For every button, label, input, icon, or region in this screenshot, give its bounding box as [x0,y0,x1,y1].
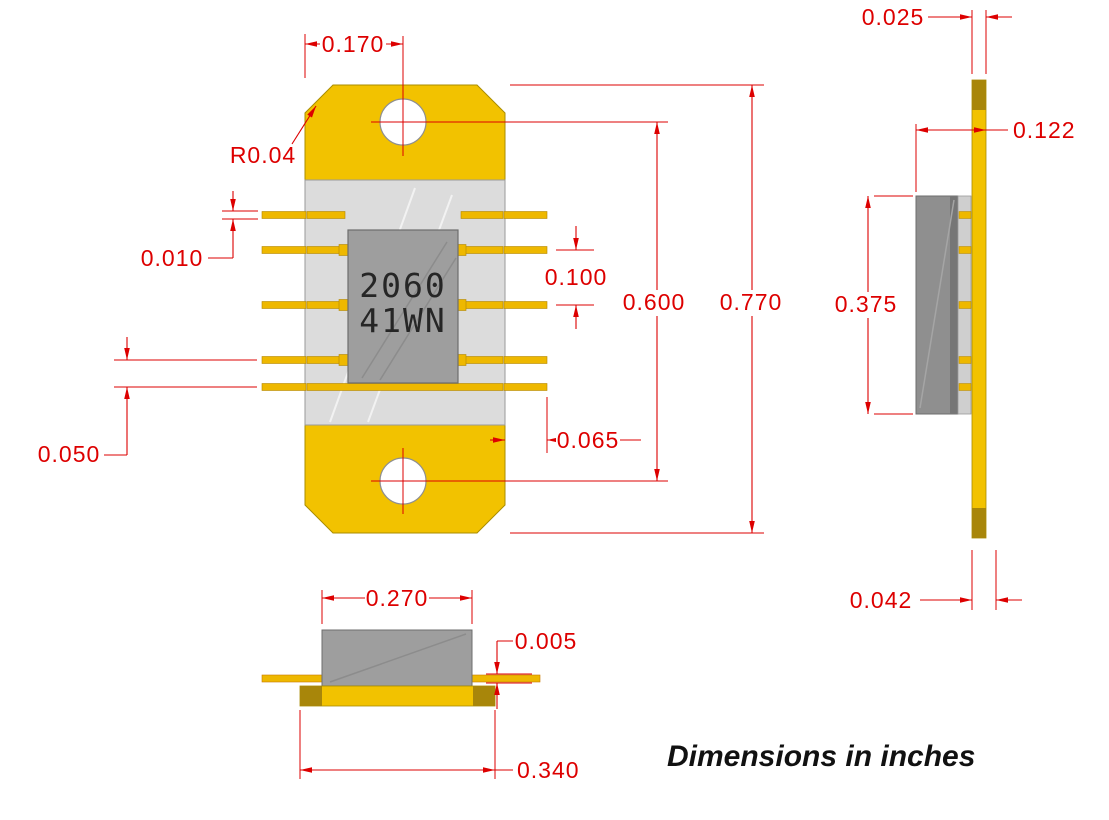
side-lead-nubs [958,211,972,391]
lead [503,356,548,364]
lead-nub [958,211,972,219]
dim-text-lead-thickness: 0.010 [141,245,204,271]
dim-text-lead-gap: 0.050 [38,441,101,467]
side-view [915,79,987,539]
dim-hole-spacing: 0.600 [623,122,686,481]
pad-nub [338,244,349,256]
leads [261,211,548,391]
lead [503,211,548,219]
lead [503,301,548,309]
front-view: 2060 41WN [261,36,668,534]
bond-pad [306,211,346,219]
pad-nub [338,354,349,366]
side-body-streak [919,199,955,409]
dim-flange-thickness: 0.025 [862,4,1012,74]
dim-lead-pitch: 0.100 [545,226,608,329]
lead [261,211,307,219]
side-flange-tab-top [972,80,986,110]
bottom-lead-right [469,674,541,683]
lead [261,246,307,254]
dim-text-corner-radius: R0.04 [230,142,296,168]
dim-flange-width: 0.340 [299,710,580,783]
side-body-edge [950,196,958,414]
part-number-line1: 2060 [359,266,446,305]
bond-pad [460,356,504,364]
dim-text-cap-width: 0.270 [366,585,429,611]
lead [503,246,548,254]
dim-cap-width: 0.270 [321,585,473,624]
dim-text-lead-offset: 0.005 [515,628,578,654]
bond-pad [460,246,504,254]
dim-text-body-length: 0.375 [835,291,898,317]
lead [261,301,307,309]
bond-pad [460,301,504,309]
dim-overall-length: 0.770 [510,84,783,534]
bottom-cap-streak [329,633,467,683]
pad-nub [338,299,349,311]
bottom-flange [299,685,496,707]
bottom-view [261,629,541,707]
dim-text-hole-offset: 0.170 [322,31,385,57]
side-flange-tab-bottom [972,508,986,538]
cap-streak [361,241,457,381]
dim-lead-length: 0.065 [490,397,641,453]
lead-nub [958,246,972,254]
dim-lead-gap: 0.050 [38,337,257,467]
bottom-lead-left [261,674,325,683]
bottom-flange-tab-right [473,686,495,706]
dim-overall-thickness: 0.122 [915,117,1076,192]
units-note: Dimensions in inches [667,740,975,773]
dim-lead-offset: 0.005 [486,628,578,709]
dim-text-hole-spacing: 0.600 [623,289,686,315]
dim-hole-offset: 0.170 [304,31,403,78]
part-number-line2: 41WN [359,301,446,340]
dim-text-lead-length: 0.065 [557,427,620,453]
bond-pad-wide [306,383,504,391]
dim-text-overall-length: 0.770 [720,289,783,315]
lead-nub [958,301,972,309]
dim-text-flange-thickness: 0.025 [862,4,925,30]
side-flange [971,79,987,539]
lead [503,383,548,391]
lead-nub [958,383,972,391]
bond-pad [460,211,504,219]
lead-nub [958,356,972,364]
dim-text-lead-pitch: 0.100 [545,264,608,290]
dim-text-base-thickness: 0.042 [850,587,913,613]
dim-lead-thickness: 0.010 [141,191,258,271]
dim-body-length: 0.375 [835,195,913,415]
dim-text-flange-width: 0.340 [517,757,580,783]
dim-corner-radius: R0.04 [230,105,317,168]
cap-lid [347,229,459,384]
lead [261,383,307,391]
bottom-flange-tab-left [300,686,322,706]
dim-base-thickness: 0.042 [850,550,1022,613]
lead [261,356,307,364]
dim-text-overall-thickness: 0.122 [1013,117,1076,143]
